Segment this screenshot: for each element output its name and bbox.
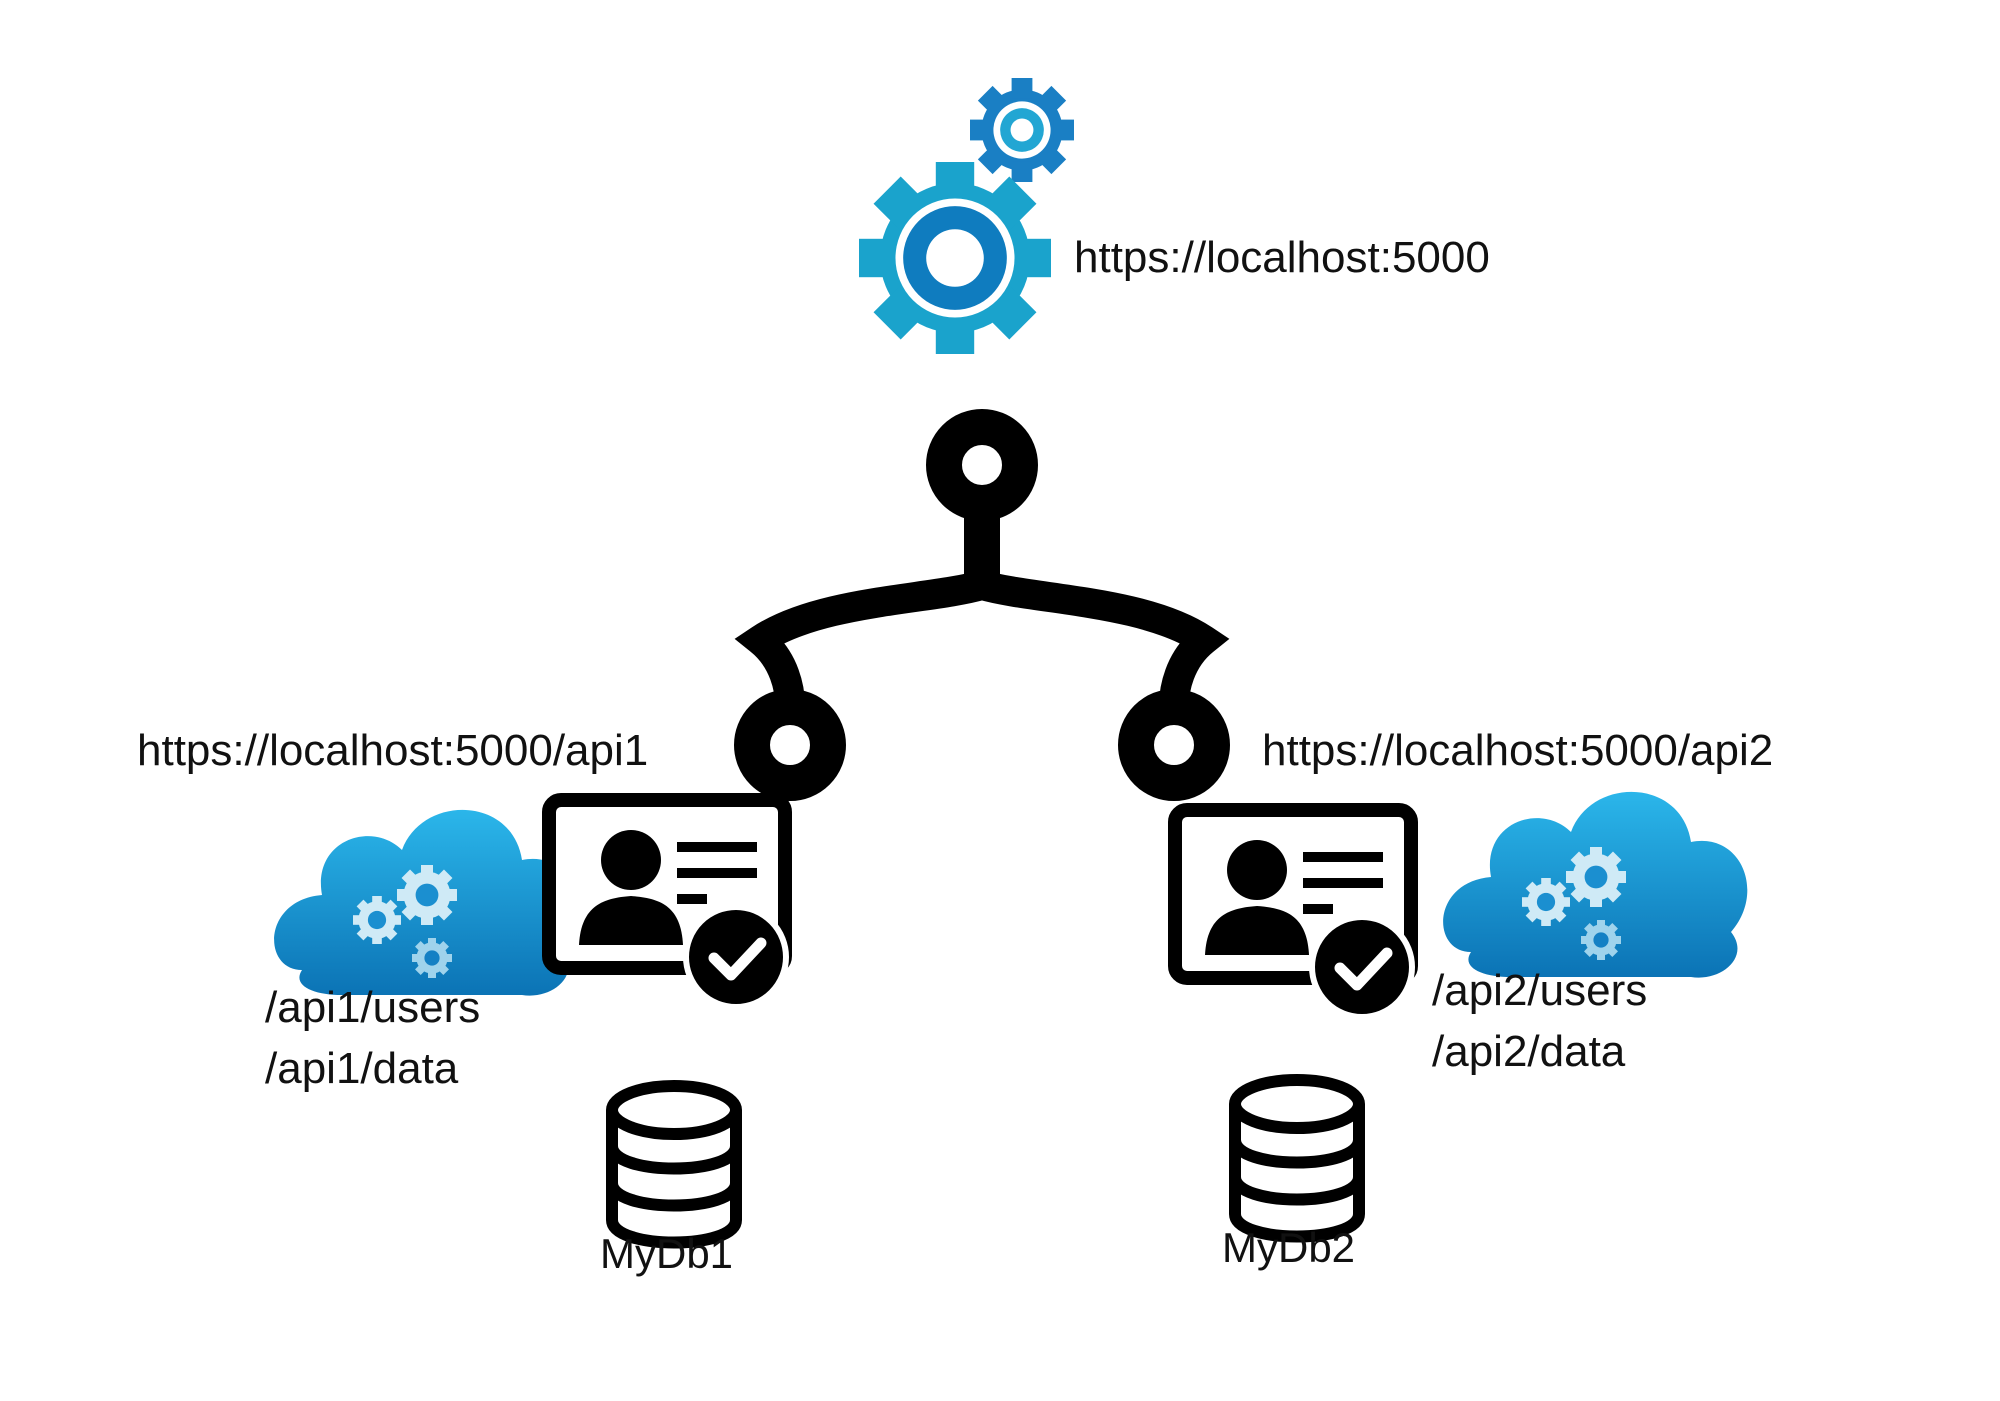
- route-api2-users: /api2/users: [1432, 966, 1647, 1015]
- branch-fork-icon: [734, 409, 1230, 801]
- database-icon: [606, 1080, 742, 1249]
- route-api1-users: /api1/users: [265, 983, 480, 1032]
- gateway-url: https://localhost:5000: [1074, 233, 1490, 282]
- verified-id-card-icon: [542, 793, 792, 1010]
- database-label-mydb2: MyDb2: [1222, 1224, 1355, 1271]
- service-url-api2: https://localhost:5000/api2: [1262, 726, 1773, 775]
- cloud-gears-icon: [274, 809, 579, 996]
- route-api1-data: /api1/data: [265, 1044, 459, 1093]
- verified-id-card-icon: [1168, 803, 1418, 1020]
- cloud-gears-icon: [1443, 791, 1748, 978]
- database-label-mydb1: MyDb1: [600, 1230, 733, 1277]
- database-icon: [1229, 1074, 1365, 1243]
- route-api2-data: /api2/data: [1432, 1027, 1626, 1076]
- small-gear-icon: [970, 78, 1074, 182]
- gateway-gears-icon: [859, 78, 1074, 354]
- service-url-api1: https://localhost:5000/api1: [137, 726, 648, 775]
- big-gear-icon: [859, 162, 1051, 354]
